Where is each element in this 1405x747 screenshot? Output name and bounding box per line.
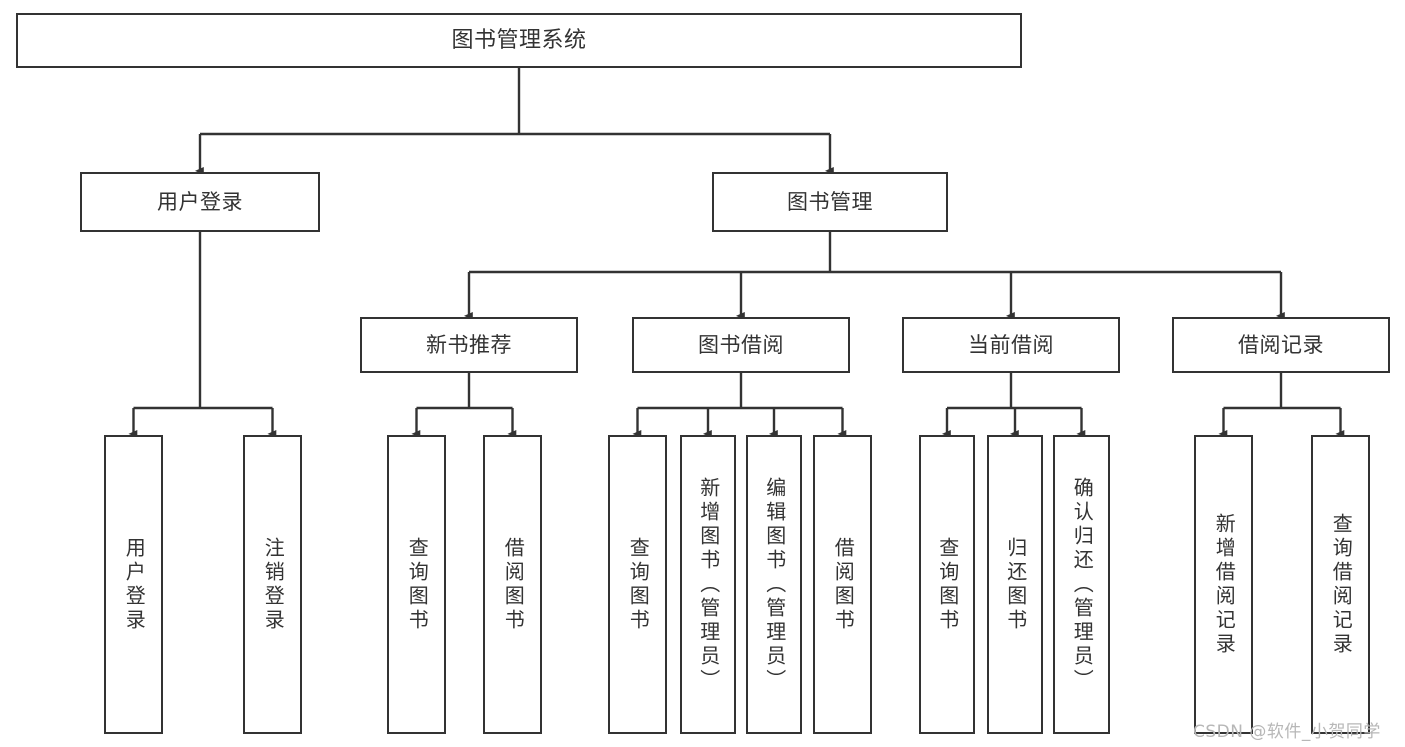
- node-l-logout[interactable]: 注销登录: [243, 435, 302, 734]
- node-label-l-edit: 编辑图书（管理员）: [762, 476, 787, 693]
- node-l-queryrec[interactable]: 查询借阅记录: [1311, 435, 1370, 734]
- node-borrow[interactable]: 图书借阅: [632, 317, 850, 373]
- node-label-l-confirm: 确认归还（管理员）: [1070, 476, 1095, 693]
- node-l-return[interactable]: 归还图书: [987, 435, 1043, 734]
- node-label-l-borrow1: 借阅图书: [501, 536, 526, 633]
- node-label-l-return: 归还图书: [1003, 536, 1028, 633]
- node-label-bookmgmt: 图书管理: [787, 189, 873, 214]
- node-label-l-borrow2: 借阅图书: [831, 536, 856, 633]
- node-l-borrow1[interactable]: 借阅图书: [483, 435, 542, 734]
- node-label-borrow: 图书借阅: [698, 332, 784, 357]
- node-label-l-addrec: 新增借阅记录: [1212, 512, 1237, 657]
- node-label-l-query3: 查询图书: [935, 536, 960, 633]
- node-root[interactable]: 图书管理系统: [16, 13, 1022, 68]
- node-label-login: 用户登录: [157, 189, 243, 214]
- node-label-root: 图书管理系统: [451, 27, 587, 53]
- node-label-records: 借阅记录: [1238, 332, 1324, 357]
- node-l-query3[interactable]: 查询图书: [919, 435, 975, 734]
- node-bookmgmt[interactable]: 图书管理: [712, 172, 948, 232]
- node-l-query2[interactable]: 查询图书: [608, 435, 667, 734]
- node-label-l-add: 新增图书（管理员）: [696, 476, 721, 693]
- node-label-l-queryrec: 查询借阅记录: [1329, 512, 1354, 657]
- node-l-borrow2[interactable]: 借阅图书: [813, 435, 872, 734]
- node-records[interactable]: 借阅记录: [1172, 317, 1390, 373]
- node-label-l-logout: 注销登录: [261, 536, 286, 633]
- node-l-confirm[interactable]: 确认归还（管理员）: [1053, 435, 1110, 734]
- node-current[interactable]: 当前借阅: [902, 317, 1120, 373]
- node-l-add[interactable]: 新增图书（管理员）: [680, 435, 736, 734]
- node-l-addrec[interactable]: 新增借阅记录: [1194, 435, 1253, 734]
- node-login[interactable]: 用户登录: [80, 172, 320, 232]
- node-label-l-query2: 查询图书: [626, 536, 651, 633]
- connector-lines: [128, 68, 1345, 438]
- node-l-login[interactable]: 用户登录: [104, 435, 163, 734]
- node-l-query1[interactable]: 查询图书: [387, 435, 446, 734]
- node-newbook[interactable]: 新书推荐: [360, 317, 578, 373]
- node-label-newbook: 新书推荐: [426, 332, 512, 357]
- node-label-current: 当前借阅: [968, 332, 1054, 357]
- node-label-l-query1: 查询图书: [405, 536, 430, 633]
- node-label-l-login: 用户登录: [122, 536, 147, 633]
- node-l-edit[interactable]: 编辑图书（管理员）: [746, 435, 802, 734]
